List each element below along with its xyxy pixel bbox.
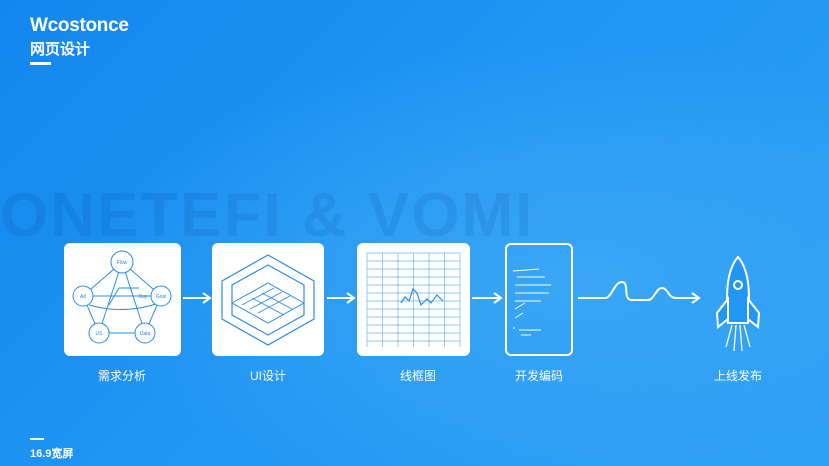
chart-line	[400, 287, 444, 307]
step-label: 线框图	[399, 369, 436, 383]
node-label: US	[96, 331, 104, 337]
step-card-ui-design	[212, 243, 324, 356]
step-label: 需求分析	[97, 369, 146, 383]
node-label: Goal	[156, 294, 167, 300]
step-card-wireframe	[357, 243, 470, 356]
step-label: UI设计	[249, 369, 286, 383]
step-label: 上线发布	[713, 369, 762, 383]
arrow-icon	[327, 292, 356, 304]
brand-subtitle: 网页设计	[30, 41, 91, 58]
wave-arrow-icon	[578, 280, 701, 304]
brand: Wcostonce 网页设计	[30, 15, 129, 59]
arrow-icon	[183, 292, 212, 304]
divider	[30, 438, 44, 440]
watermark: ONETEFI & VOMI	[0, 181, 535, 250]
node-label: Data	[140, 331, 151, 337]
brand-title: Wcostonce	[30, 15, 129, 36]
code-phone-icon	[505, 243, 573, 356]
node-label: Flow	[117, 260, 128, 266]
divider	[30, 62, 51, 65]
footer-label: 16.9宽屏	[30, 448, 74, 460]
node-label: Ad	[80, 294, 86, 300]
wireframe-grid-icon	[366, 252, 461, 347]
isometric-wireframe-icon	[221, 254, 315, 346]
network-diagram-icon: Flow Ad Buy Goal US Data	[72, 250, 172, 344]
step-card-requirements: Flow Ad Buy Goal US Data	[64, 243, 181, 356]
rocket-icon	[715, 255, 761, 352]
step-label: 开发编码	[514, 369, 563, 383]
arrow-icon	[472, 292, 503, 304]
node-label: Buy	[139, 294, 148, 300]
